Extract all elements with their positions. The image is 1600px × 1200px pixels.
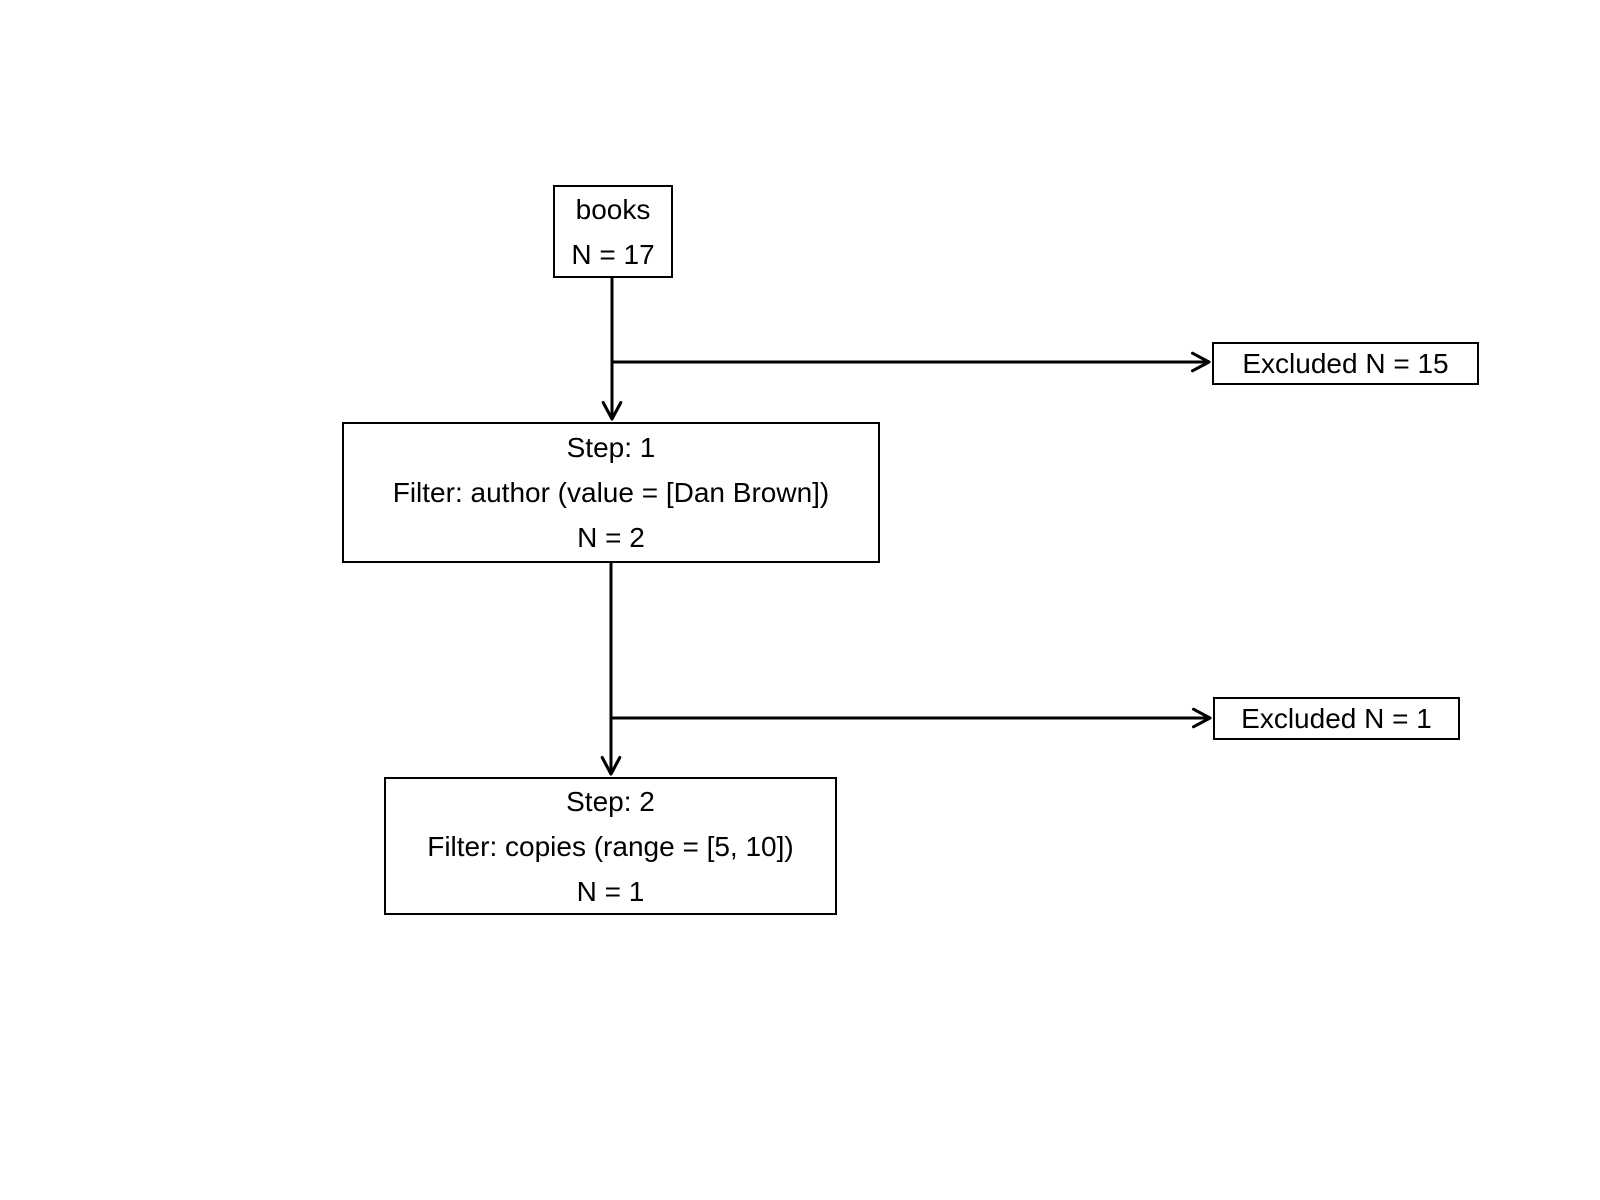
step-1-label: Step: 1 bbox=[566, 432, 656, 463]
excluded-2-label: Excluded N = 1 bbox=[1241, 702, 1432, 734]
step-2-count: N = 1 bbox=[576, 875, 645, 907]
step-1-count: N = 2 bbox=[577, 522, 645, 553]
source-count: N = 17 bbox=[571, 238, 655, 270]
step-2-label: Step: 2 bbox=[566, 785, 655, 817]
node-excluded-2: Excluded N = 1 bbox=[1213, 697, 1460, 740]
node-excluded-1: Excluded N = 15 bbox=[1212, 342, 1479, 385]
step-2-filter: Filter: copies (range = [5, 10]) bbox=[427, 830, 794, 862]
excluded-1-label: Excluded N = 15 bbox=[1242, 347, 1449, 379]
node-step-2: Step: 2 Filter: copies (range = [5, 10])… bbox=[384, 777, 837, 915]
step-1-filter: Filter: author (value = [Dan Brown]) bbox=[392, 477, 830, 508]
source-name: books bbox=[575, 193, 651, 225]
node-step-1: Step: 1 Filter: author (value = [Dan Bro… bbox=[342, 422, 880, 563]
node-source: books N = 17 bbox=[553, 185, 673, 278]
